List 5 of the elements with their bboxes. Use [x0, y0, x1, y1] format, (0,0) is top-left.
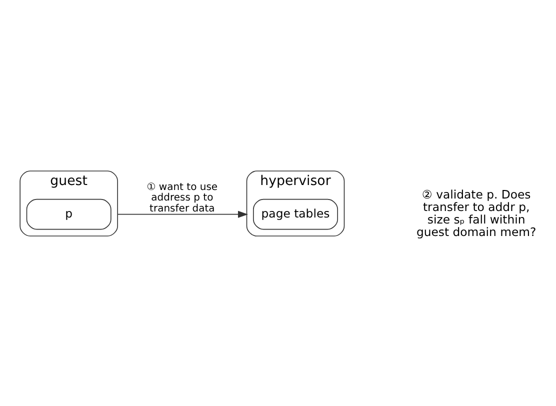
node-box: p: [26, 198, 112, 230]
edge-label: ① want to use address p to transfer data: [146, 181, 218, 214]
label: ② validate p. Does transfer to addr p, size sₚ fall within guest domain mem?: [416, 187, 536, 239]
arrow: [117, 210, 248, 218]
node-box: page tables: [253, 198, 338, 230]
